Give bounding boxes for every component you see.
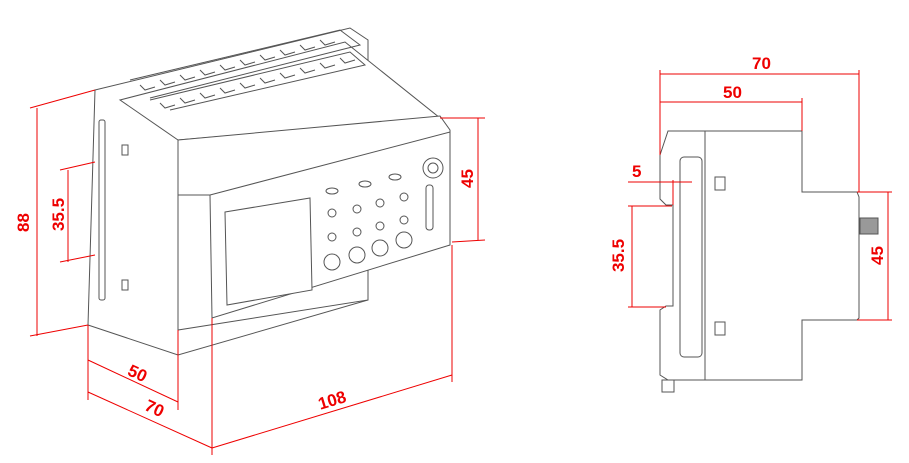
iso-dimensions: [29, 89, 486, 455]
side-front-label: 45: [867, 246, 887, 265]
buttons: [323, 173, 413, 271]
sim-slot: [425, 184, 434, 231]
iso-rail-label: 35.5: [49, 197, 69, 232]
antenna-connector: [422, 157, 444, 179]
rail-clip: [98, 119, 106, 301]
iso-front-label: 45: [457, 169, 477, 188]
side-clip-label: 5: [632, 162, 642, 181]
lcd-screen: [224, 197, 313, 306]
side-rail-label: 35.5: [609, 238, 629, 273]
side-dimensions: [628, 70, 892, 321]
antenna-thread: [859, 217, 879, 235]
side-depth-label: 70: [752, 54, 771, 73]
iso-device: [87, 27, 451, 356]
terminal-row: [129, 29, 367, 111]
side-view: [659, 130, 879, 393]
iso-height-label: 88: [13, 213, 33, 232]
side-depth-inner-label: 50: [723, 83, 742, 102]
